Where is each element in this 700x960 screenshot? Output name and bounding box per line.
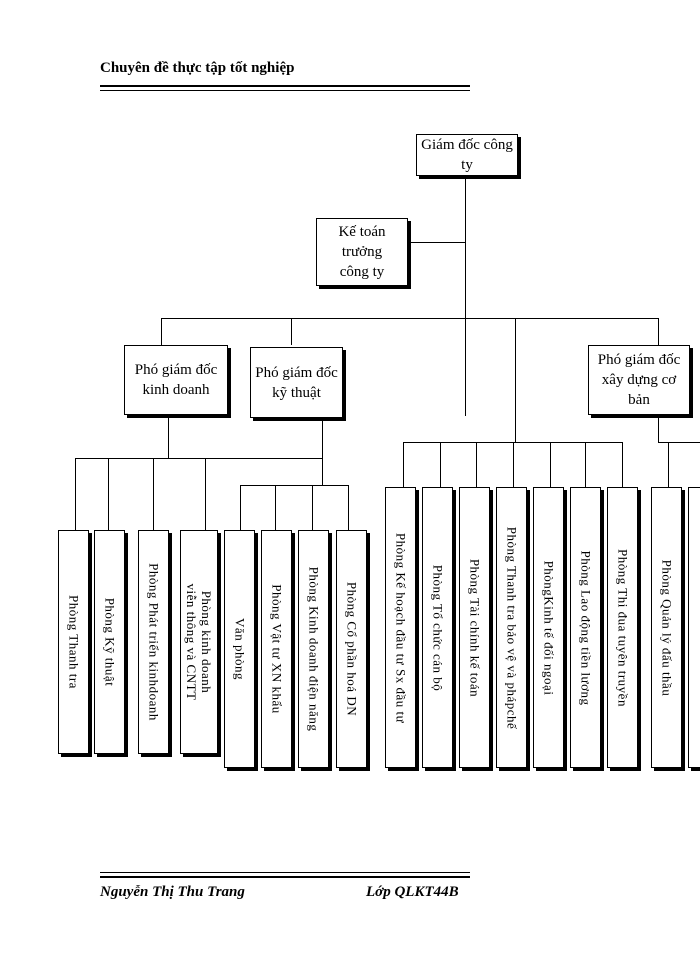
connector-direct-dept-5 <box>550 442 551 487</box>
dept-vat-tu-xn-khau: Phòng Vật tư XN khẩu <box>261 530 292 768</box>
footer-author: Nguyễn Thị Thu Trang <box>100 884 245 900</box>
dept-label: Phòng Cổ phần hoá DN <box>344 581 359 717</box>
connector-direct-dept-2 <box>440 442 441 487</box>
dept-ky-thuat: Phòng Kỹ thuật <box>94 530 125 754</box>
dept-kinh-doanh-vien-thong: Phòng kinh doanh viễn thông và CNTT <box>180 530 218 754</box>
deputy-technical-box: Phó giám đốc kỹ thuật <box>250 347 343 418</box>
footer-rule-bottom <box>100 876 470 878</box>
dept-kinh-doanh-dien-nang: Phòng Kinh doanh điện năng <box>298 530 329 768</box>
connector-construction-bus <box>658 442 700 443</box>
dept-label: PhòngKinh tế đối ngoại <box>541 560 556 695</box>
connector-ceo-trunk <box>465 176 466 416</box>
dept-quan-ly-dau-thau: Phòng Quản lý đấu thầu <box>651 487 682 768</box>
dept-label: Phòng Thanh tra <box>66 595 81 689</box>
dept-thanh-tra: Phòng Thanh tra <box>58 530 89 754</box>
dept-label: Phòng Tài chính kế toán <box>467 558 482 697</box>
dept-label: Phòng Quản lý đấu thầu <box>659 559 674 696</box>
connector-business-dept-4 <box>205 458 206 530</box>
dept-label: Phòng Kỹ thuật <box>102 597 117 687</box>
connector-technical-dept-2 <box>275 485 276 530</box>
dept-label: Phòng Thi đua tuyên truyền <box>615 548 630 707</box>
connector-direct-dept-4 <box>513 442 514 487</box>
deputy-business-box: Phó giám đốc kinh doanh <box>124 345 228 415</box>
connector-technical-dept-3 <box>312 485 313 530</box>
deputy-business-label: Phó giám đốc kinh doanh <box>134 362 218 398</box>
dept-label: Phòng Kế hoạch đầu tư Sx đầu tư <box>393 532 408 723</box>
connector-direct-dept-6 <box>585 442 586 487</box>
dept-label: Phòng Kinh doanh điện năng <box>306 566 321 732</box>
dept-tai-chinh-ke-toan: Phòng Tài chính kế toán <box>459 487 490 768</box>
dept-kinh-te-doi-ngoai: PhòngKinh tế đối ngoại <box>533 487 564 768</box>
connector-business-dept-2 <box>108 458 109 530</box>
connector-business-bus <box>75 458 323 459</box>
dept-label: Phòng Vật tư XN khẩu <box>269 584 284 714</box>
connector-construction-down <box>658 415 659 442</box>
dept-label: Phòng Phát triển kinhdoanh <box>146 563 161 721</box>
chief-accountant-box: Kế toán trưởng công ty <box>316 218 408 286</box>
connector-technical-dept-1 <box>240 485 241 530</box>
ceo-label: Giám đốc công ty <box>421 137 513 173</box>
connector-technical-down <box>322 418 323 485</box>
connector-chief-accountant <box>408 242 465 243</box>
connector-business-dept-3 <box>153 458 154 530</box>
connector-technical-dept-4 <box>348 485 349 530</box>
chief-accountant-label: Kế toán trưởng công ty <box>338 224 386 280</box>
deputy-construction-label: Phó giám đốc xây dựng cơ bản <box>597 352 681 408</box>
dept-thi-dua-tuyen-truyen: Phòng Thi đua tuyên truyền <box>607 487 638 768</box>
connector-deputies-bus <box>161 318 658 319</box>
connector-direct-dept-1 <box>403 442 404 487</box>
dept-label: Văn phòng <box>232 618 247 680</box>
connector-business-down <box>168 415 169 458</box>
dept-phat-trien-kinh-doanh: Phòng Phát triển kinhdoanh <box>138 530 169 754</box>
connector-direct-trunk <box>515 318 516 442</box>
header-rule-top <box>100 85 470 87</box>
connector-direct-dept-3 <box>476 442 477 487</box>
connector-construction-dept-1 <box>668 442 669 487</box>
dept-label: Phòng Thanh tra bảo vệ và phápchế <box>504 526 519 729</box>
connector-technical-bus <box>240 485 348 486</box>
ceo-box: Giám đốc công ty <box>416 134 518 176</box>
dept-lao-dong-tien-luong: Phòng Lao động tiền lương <box>570 487 601 768</box>
dept-thanh-tra-bao-ve: Phòng Thanh tra bảo vệ và phápchế <box>496 487 527 768</box>
dept-to-chuc-can-bo: Phòng Tổ chức cán bộ <box>422 487 453 768</box>
document-header-title: Chuyên đề thực tập tốt nghiệp <box>100 60 295 76</box>
footer-class: Lớp QLKT44B <box>366 884 459 900</box>
dept-ke-hoach-dau-tu: Phòng Kế hoạch đầu tư Sx đầu tư <box>385 487 416 768</box>
deputy-technical-label: Phó giám đốc kỹ thuật <box>255 364 338 401</box>
connector-direct-dept-7 <box>622 442 623 487</box>
connector-deputy-business <box>161 318 162 345</box>
connector-business-dept-1 <box>75 458 76 530</box>
header-rule-bottom <box>100 90 470 91</box>
dept-label: Phòng Lao động tiền lương <box>578 550 593 705</box>
connector-direct-bus <box>403 442 622 443</box>
dept-partial-offpage <box>688 487 700 768</box>
deputy-construction-box: Phó giám đốc xây dựng cơ bản <box>588 345 690 415</box>
connector-deputy-construction <box>658 318 659 345</box>
footer-rule-top <box>100 872 470 873</box>
dept-co-phan-hoa: Phòng Cổ phần hoá DN <box>336 530 367 768</box>
connector-deputy-technical <box>291 318 292 345</box>
dept-label: Phòng Tổ chức cán bộ <box>430 564 445 691</box>
dept-label: Phòng kinh doanh viễn thông và CNTT <box>184 583 214 701</box>
dept-van-phong: Văn phòng <box>224 530 255 768</box>
